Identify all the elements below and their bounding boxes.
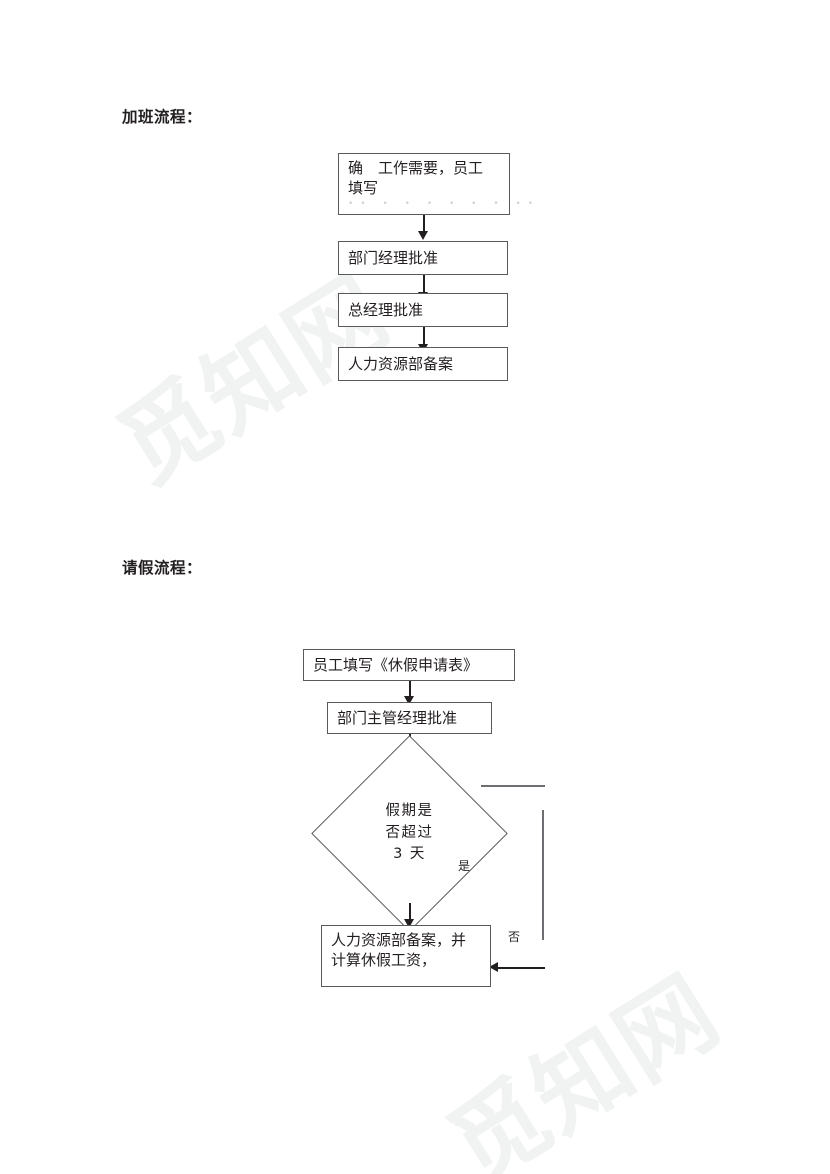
decision-diamond-label: 假期是 否超过 3 天 (385, 802, 434, 863)
arrowhead-leave-3-4 (404, 919, 414, 928)
flow-node-overtime-3: 总经理批准 (338, 293, 508, 327)
connector-leave-3-4 (409, 903, 411, 920)
arrowhead-branch-no (489, 962, 498, 972)
arrowhead-overtime-1-2 (418, 231, 428, 240)
flow-node-leave-1: 员工填写《休假申请表》 (303, 649, 515, 681)
flow-node-overtime-4: 人力资源部备案 (338, 347, 508, 381)
branch-label-yes: 是 (458, 859, 471, 873)
section-heading-leave: 请假流程： (122, 559, 203, 577)
branch-label-no: 否 (508, 930, 521, 944)
section-heading-overtime: 加班流程： (122, 108, 203, 126)
branch-yes-line (481, 785, 545, 788)
branch-no-horizontal-line (498, 967, 545, 969)
flow-node-leave-4: 人力资源部备案，并 计算休假工资， (321, 925, 491, 987)
flow-node-overtime-1: 确 工作需要，员工 填写 (338, 153, 510, 215)
branch-no-vertical-line (542, 810, 544, 940)
connector-overtime-2-3 (423, 275, 425, 293)
arrowhead-leave-1-2 (404, 696, 414, 705)
connector-overtime-1-2 (423, 215, 425, 232)
flow-node-overtime-2: 部门经理批准 (338, 241, 508, 275)
flow-node-overtime-1-faint-line: •• • • • • • • •• (348, 199, 541, 209)
flow-node-leave-decision: 假期是 否超过 3 天 (311, 735, 508, 932)
connector-overtime-3-4 (423, 327, 425, 345)
flow-node-leave-2: 部门主管经理批准 (327, 702, 492, 734)
connector-leave-1-2 (409, 681, 411, 697)
